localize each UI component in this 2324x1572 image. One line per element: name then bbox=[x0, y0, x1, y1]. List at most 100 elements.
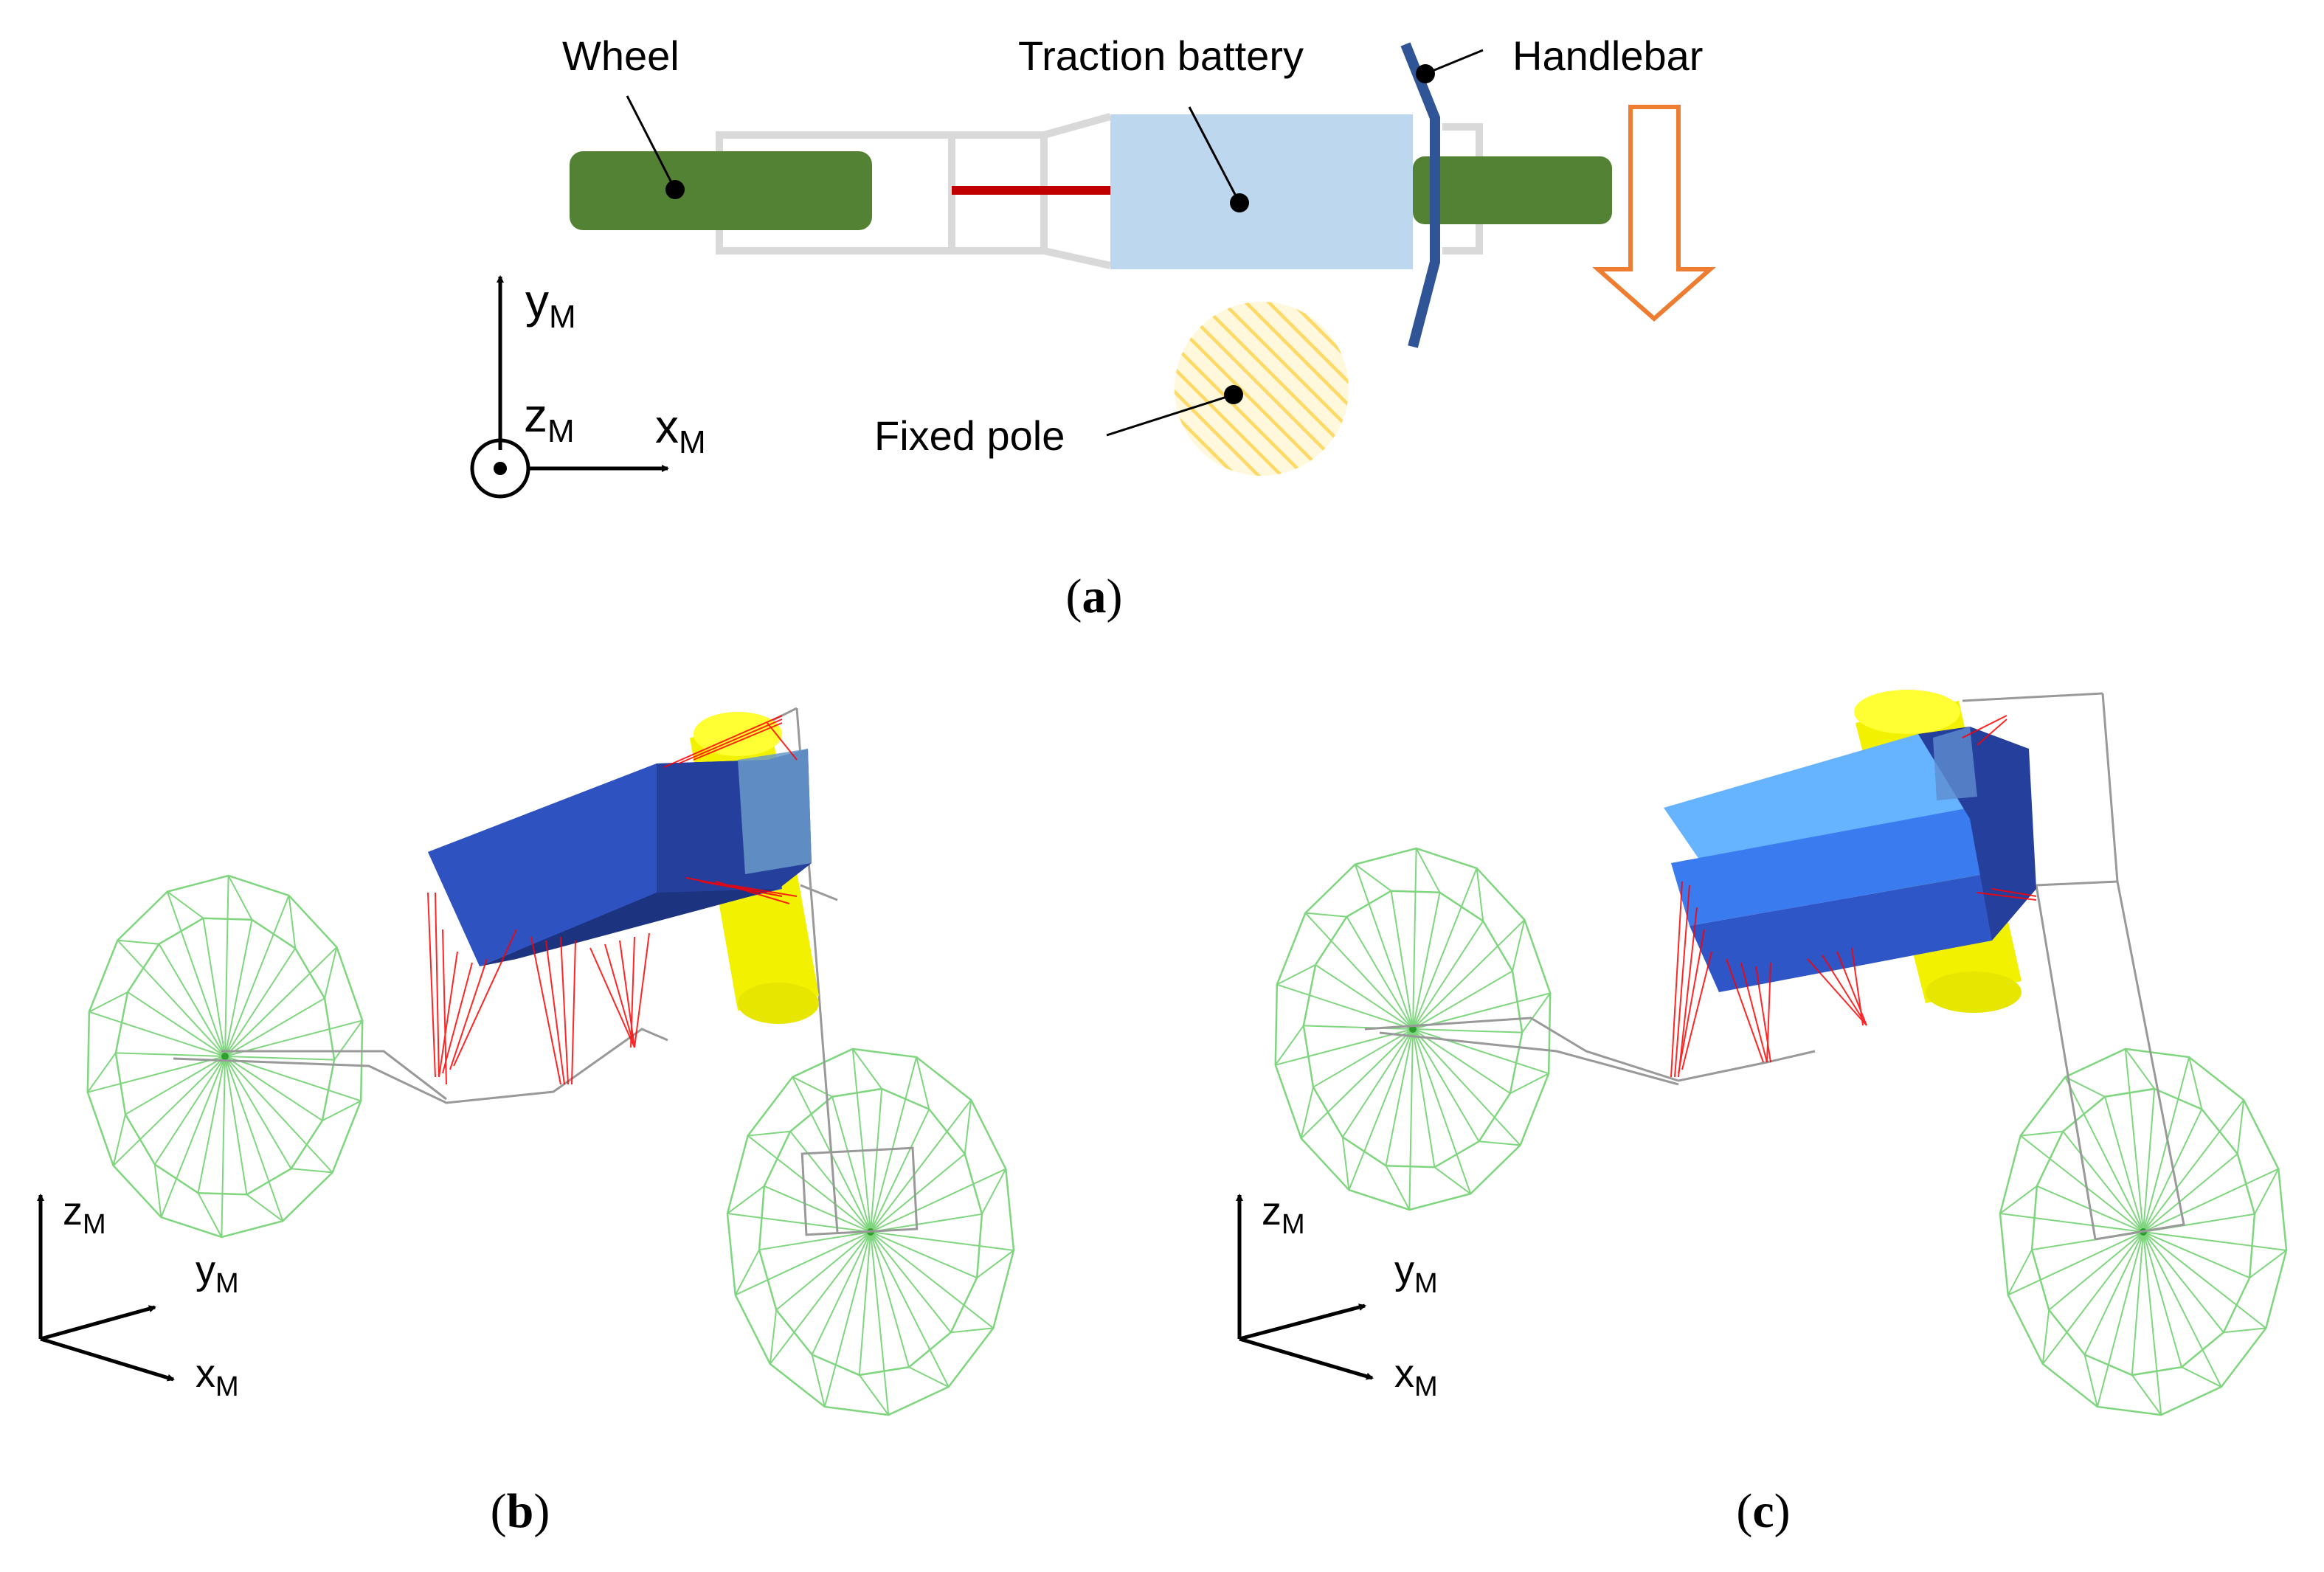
wheel-spoke bbox=[770, 1231, 871, 1365]
wheel-spoke bbox=[1275, 1028, 1414, 1066]
wheel-spoke bbox=[2048, 1231, 2144, 1311]
wheel-spoke bbox=[870, 1168, 1006, 1233]
callout-lines bbox=[626, 49, 1484, 437]
wheel-spoke bbox=[870, 1231, 950, 1388]
wheel-spoke bbox=[870, 1231, 890, 1416]
wheel-brace bbox=[851, 1048, 882, 1090]
wheel-spoke bbox=[870, 1088, 883, 1233]
wheel-spoke bbox=[870, 1231, 910, 1368]
wheel-brace bbox=[2249, 1250, 2287, 1278]
axis-label-z: zM bbox=[1262, 1189, 1305, 1240]
wheel-spoke bbox=[224, 1056, 335, 1061]
wheel-spoke bbox=[1408, 1028, 1414, 1210]
wheel-spoke bbox=[115, 1052, 226, 1057]
wheel-spoke bbox=[2143, 1153, 2238, 1233]
wheel-hub bbox=[1409, 1025, 1417, 1033]
axis-label-x: xM bbox=[655, 400, 706, 460]
axis-label-x: xM bbox=[1394, 1351, 1438, 1402]
wheel-spoke bbox=[2064, 1076, 2144, 1233]
wheel-spoke bbox=[764, 1185, 871, 1233]
rear-wheel-wireframe bbox=[1274, 847, 1552, 1211]
wheel-spoke bbox=[125, 1056, 226, 1115]
fixed-pole-label: Fixed pole bbox=[874, 412, 1065, 459]
wheel-brace bbox=[2041, 1309, 2050, 1365]
wheel-spoke bbox=[112, 1056, 226, 1166]
wheel-brace bbox=[288, 895, 297, 949]
wheel-brace bbox=[86, 1052, 117, 1093]
wheel-spoke bbox=[2143, 1231, 2162, 1416]
wheel-spoke bbox=[870, 1231, 1014, 1251]
wheel-spoke bbox=[1999, 1213, 2144, 1233]
wheel-brace bbox=[322, 1100, 362, 1121]
front-wheel-wireframe bbox=[726, 1048, 1015, 1416]
wheel-spoke bbox=[89, 1011, 226, 1057]
wheel-brace bbox=[167, 890, 204, 919]
wheel-brace bbox=[117, 939, 159, 945]
wheel-brace bbox=[1276, 964, 1316, 986]
wheel-spoke bbox=[224, 876, 229, 1057]
force-arrow bbox=[1592, 105, 1716, 322]
wheel-brace bbox=[1385, 1165, 1411, 1211]
wheel-brace bbox=[859, 1374, 890, 1416]
wheel-spoke bbox=[870, 1099, 972, 1233]
wheel-spoke bbox=[224, 997, 325, 1057]
wheel-spoke bbox=[2143, 1231, 2250, 1279]
wheel-spoke bbox=[2143, 1088, 2156, 1233]
wheel-spoke bbox=[870, 1109, 930, 1233]
spring-elements bbox=[1670, 715, 2037, 1078]
wheel-spoke bbox=[2143, 1231, 2224, 1333]
rear-wheel bbox=[570, 151, 872, 230]
wheel-spoke bbox=[2143, 1168, 2279, 1233]
wheel-spoke bbox=[1412, 992, 1551, 1030]
wheel-spoke bbox=[2083, 1231, 2144, 1355]
axis-label-y: yM bbox=[1394, 1248, 1438, 1299]
wheel-brace bbox=[1300, 1087, 1314, 1139]
panel-c: zM yM xM (c) bbox=[1236, 690, 2288, 1538]
wheel-spoke bbox=[87, 1056, 226, 1093]
wheel-brace bbox=[1512, 919, 1526, 972]
wheel-brace bbox=[89, 991, 128, 1013]
wheel-brace bbox=[324, 946, 338, 999]
wheel-spoke bbox=[2042, 1231, 2144, 1365]
wheel-brace bbox=[976, 1250, 1014, 1278]
wheel-brace bbox=[333, 1019, 364, 1061]
panel-b: zM yM xM (b) bbox=[37, 707, 1015, 1538]
wheel-brace bbox=[1999, 1185, 2038, 1214]
wheel-brace bbox=[1305, 912, 1347, 918]
wheel-spoke bbox=[1412, 1028, 1436, 1168]
wheel-spoke bbox=[2062, 1131, 2144, 1233]
front-wheel bbox=[1413, 156, 1612, 224]
wheel-spoke bbox=[153, 1056, 226, 1166]
battery-3d bbox=[1664, 727, 2036, 992]
wheel-spoke bbox=[2143, 1231, 2222, 1388]
wheel-label: Wheel bbox=[562, 32, 679, 79]
z-axis-out-of-page-icon bbox=[470, 438, 530, 499]
caption-b: (b) bbox=[491, 1484, 550, 1538]
wheel-brace bbox=[246, 1194, 283, 1222]
wheel-brace bbox=[2064, 1076, 2106, 1098]
wheel-spoke bbox=[160, 1056, 226, 1218]
wheel-brace bbox=[747, 1130, 791, 1137]
wheel-brace bbox=[981, 1168, 1007, 1215]
wheel-spoke bbox=[1412, 1028, 1523, 1033]
wheel-spoke bbox=[735, 1231, 871, 1296]
wheel-spoke bbox=[2143, 1231, 2287, 1251]
coordinate-frame-a bbox=[470, 275, 669, 499]
wheel-brace bbox=[1355, 863, 1392, 892]
wheel-spoke bbox=[870, 1231, 952, 1333]
wheel-brace bbox=[1274, 1025, 1304, 1066]
wheel-spoke bbox=[224, 946, 338, 1057]
wheel-spoke bbox=[1412, 1028, 1549, 1075]
wheel-brace bbox=[1434, 1166, 1471, 1195]
wheel-spoke bbox=[1412, 1028, 1472, 1194]
wheel-spoke bbox=[2020, 1135, 2144, 1233]
traction-battery-block bbox=[1110, 114, 1413, 269]
axis-label-y: yM bbox=[525, 274, 576, 335]
wheel-spoke bbox=[1412, 1028, 1521, 1146]
wheel-brace bbox=[2236, 1099, 2245, 1154]
wheel-spoke bbox=[1341, 1028, 1414, 1138]
wheel-spoke bbox=[224, 919, 253, 1057]
wheel-brace bbox=[950, 1327, 994, 1334]
wheel-spoke bbox=[775, 1231, 871, 1311]
wheel-brace bbox=[2020, 1130, 2064, 1137]
